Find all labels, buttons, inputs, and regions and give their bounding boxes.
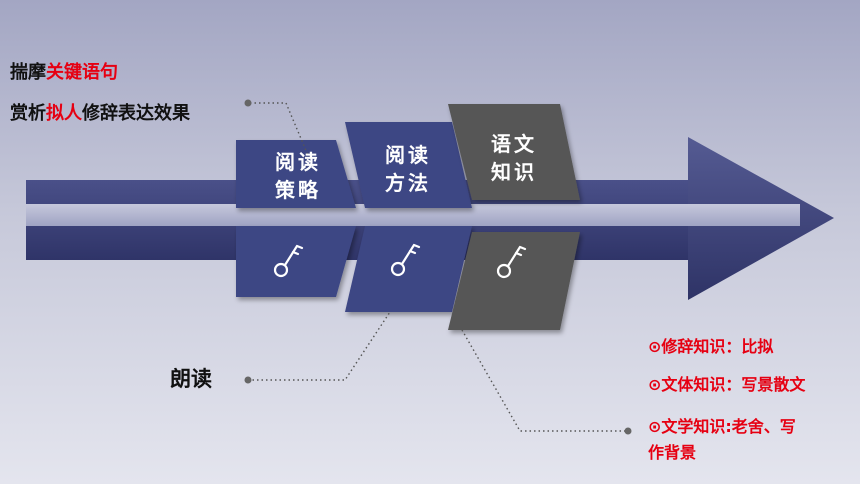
tile-reading-strategy — [236, 140, 356, 297]
connector-right — [461, 329, 627, 432]
key-icon — [390, 243, 421, 277]
key-icon — [273, 244, 304, 278]
key-icon — [496, 245, 527, 279]
connector-bottom — [248, 311, 391, 381]
connector-dot — [244, 99, 252, 107]
note-key-sentences: 揣摩关键语句 — [10, 62, 118, 83]
connector-dot — [244, 376, 252, 384]
connector-dot — [624, 427, 632, 435]
tile-reading-method — [345, 122, 472, 312]
note-rhetoric-knowledge: ⊙修辞知识：比拟 — [648, 337, 774, 356]
tile-label-strategy: 阅读 策略 — [275, 150, 321, 202]
note-personification: 赏析拟人修辞表达效果 — [10, 103, 190, 124]
tile-label-knowledge: 语文 知识 — [491, 132, 537, 184]
connector-top — [250, 102, 311, 161]
tile-label-method: 阅读 方法 — [385, 143, 431, 195]
arrow-center-band — [26, 204, 800, 226]
note-genre-knowledge: ⊙文体知识：写景散文 — [648, 375, 806, 394]
note-literature-knowledge: ⊙文学知识:老舍、写 作背景 — [648, 417, 796, 462]
tile-chinese-knowledge — [448, 104, 580, 330]
note-read-aloud: 朗读 — [170, 367, 212, 391]
